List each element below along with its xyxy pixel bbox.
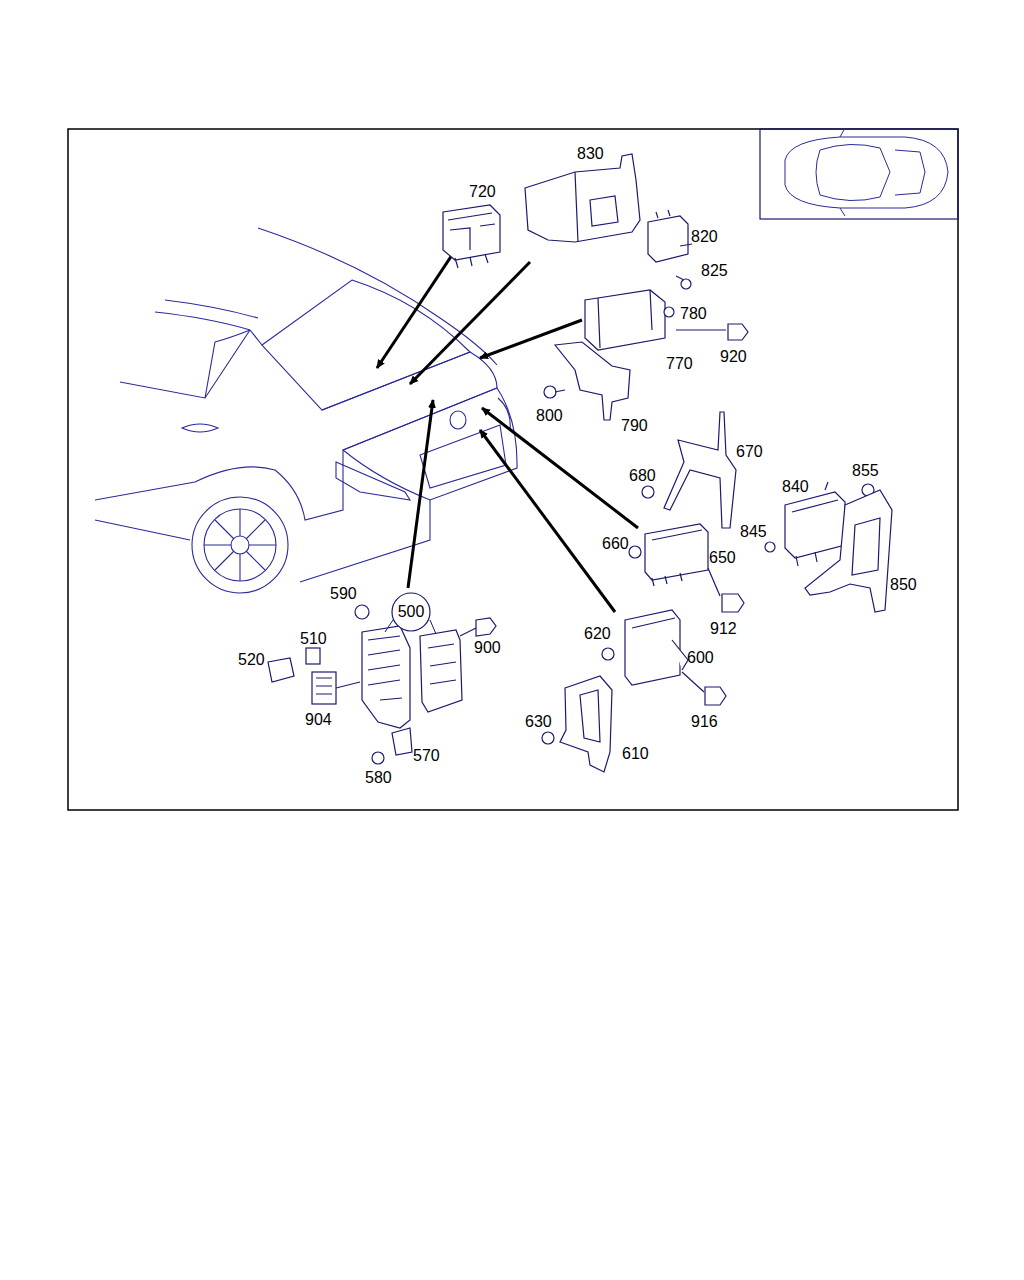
callout-number: 660 bbox=[602, 535, 629, 553]
callout-number: 770 bbox=[666, 355, 693, 373]
callout-number: 790 bbox=[621, 417, 648, 435]
callout-number: 855 bbox=[852, 462, 879, 480]
callout-number: 825 bbox=[701, 262, 728, 280]
group-number: 500 bbox=[398, 603, 425, 621]
callout-number: 570 bbox=[413, 747, 440, 765]
callout-number: 590 bbox=[330, 585, 357, 603]
callout-number: 850 bbox=[890, 576, 917, 594]
callout-number: 800 bbox=[536, 407, 563, 425]
callout-number: 916 bbox=[691, 713, 718, 731]
callout-number: 600 bbox=[687, 649, 714, 667]
callout-number: 610 bbox=[622, 745, 649, 763]
callout-number: 620 bbox=[584, 625, 611, 643]
callout-number: 920 bbox=[720, 348, 747, 366]
callout-number: 680 bbox=[629, 467, 656, 485]
callout-number: 720 bbox=[469, 183, 496, 201]
callout-number: 912 bbox=[710, 620, 737, 638]
callout-number: 840 bbox=[782, 478, 809, 496]
callout-number: 580 bbox=[365, 769, 392, 787]
callout-number: 650 bbox=[709, 549, 736, 567]
callout-number: 845 bbox=[740, 523, 767, 541]
callout-number: 900 bbox=[474, 639, 501, 657]
group-circle: 500 bbox=[391, 592, 431, 632]
callout-number: 904 bbox=[305, 711, 332, 729]
callout-number: 830 bbox=[577, 145, 604, 163]
callout-number: 520 bbox=[238, 651, 265, 669]
callout-number: 670 bbox=[736, 443, 763, 461]
callout-number: 510 bbox=[300, 630, 327, 648]
callout-number: 630 bbox=[525, 713, 552, 731]
callout-number: 780 bbox=[680, 305, 707, 323]
callout-number: 820 bbox=[691, 228, 718, 246]
